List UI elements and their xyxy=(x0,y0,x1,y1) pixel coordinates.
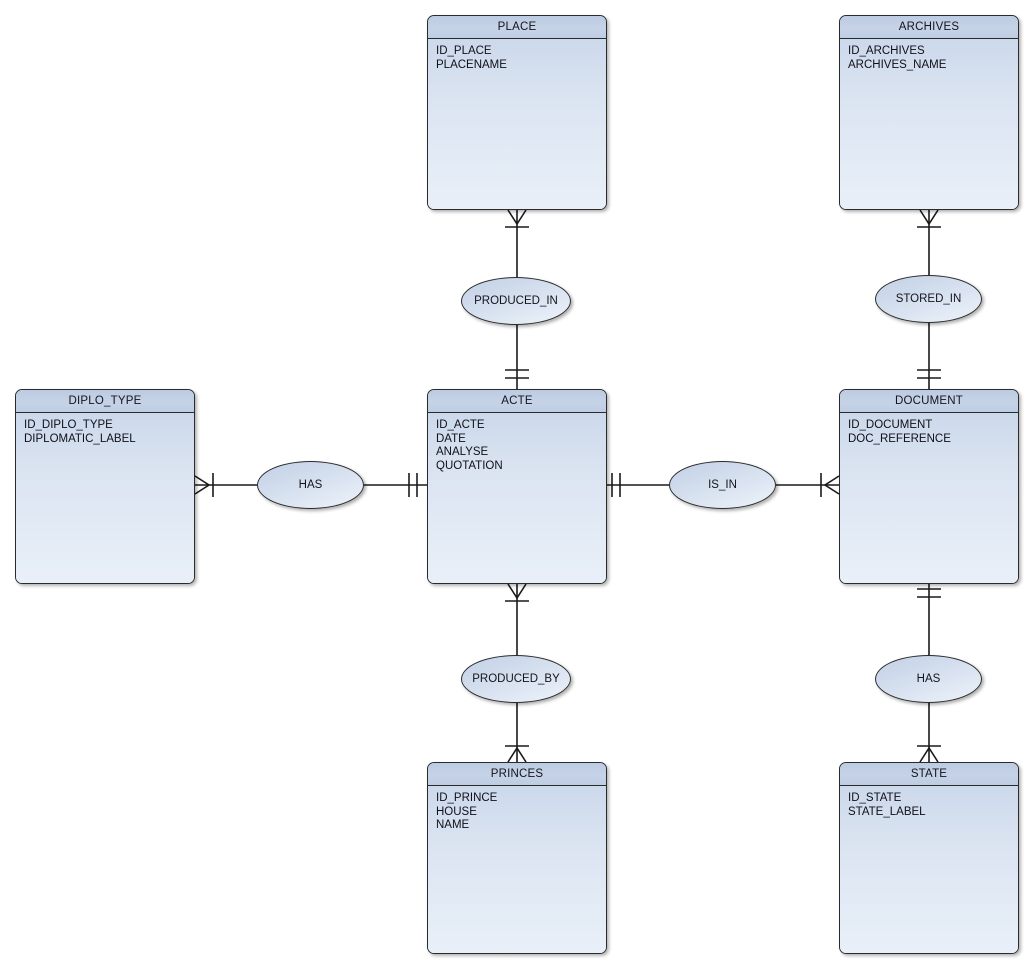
crowfoot-archives xyxy=(919,209,939,226)
entity-title: PLACE xyxy=(428,16,606,39)
entity-place[interactable]: PLACE ID_PLACE PLACENAME xyxy=(427,15,607,210)
attribute: ID_PRINCE xyxy=(436,792,498,804)
entity-attributes: ID_STATE STATE_LABEL xyxy=(840,786,1018,953)
relationship-label: PRODUCED_IN xyxy=(474,295,558,307)
relationship-label: HAS xyxy=(916,673,941,685)
attribute: ID_DOCUMENT xyxy=(848,419,933,431)
relationship-label: IS_IN xyxy=(708,479,737,491)
entity-title: STATE xyxy=(840,763,1018,786)
crowfoot-place xyxy=(507,209,527,226)
entity-attributes: ID_ACTE DATE ANALYSE QUOTATION xyxy=(428,413,606,583)
entity-acte[interactable]: ACTE ID_ACTE DATE ANALYSE QUOTATION xyxy=(427,389,607,584)
attribute: QUOTATION xyxy=(436,459,503,472)
entity-state[interactable]: STATE ID_STATE STATE_LABEL xyxy=(839,762,1019,954)
relationship-label: HAS xyxy=(298,479,323,491)
attribute: ID_ACTE xyxy=(436,419,485,431)
entity-title: ACTE xyxy=(428,390,606,413)
relationship-is-in[interactable]: IS_IN xyxy=(669,461,776,509)
attribute: DATE xyxy=(436,432,466,445)
entity-title: ARCHIVES xyxy=(840,16,1018,39)
entity-attributes: ID_PRINCE HOUSE NAME xyxy=(428,786,606,953)
relationship-produced-in[interactable]: PRODUCED_IN xyxy=(461,277,571,325)
relationship-produced-by[interactable]: PRODUCED_BY xyxy=(461,655,571,703)
entity-attributes: ID_ARCHIVES ARCHIVES_NAME xyxy=(840,39,1018,209)
attribute: ARCHIVES_NAME xyxy=(848,58,947,71)
crowfoot-document-left xyxy=(823,475,840,495)
attribute: DOC_REFERENCE xyxy=(848,432,951,445)
entity-document[interactable]: DOCUMENT ID_DOCUMENT DOC_REFERENCE xyxy=(839,389,1019,584)
entity-attributes: ID_DOCUMENT DOC_REFERENCE xyxy=(840,413,1018,583)
relationship-stored-in[interactable]: STORED_IN xyxy=(875,275,982,323)
entity-title: PRINCES xyxy=(428,763,606,786)
relationship-has-diplo-type[interactable]: HAS xyxy=(257,461,364,509)
entity-diplo-type[interactable]: DIPLO_TYPE ID_DIPLO_TYPE DIPLOMATIC_LABE… xyxy=(15,389,195,584)
crowfoot-princes xyxy=(507,746,527,763)
attribute: DIPLOMATIC_LABEL xyxy=(24,432,136,445)
relationship-label: PRODUCED_BY xyxy=(472,673,560,685)
entity-princes[interactable]: PRINCES ID_PRINCE HOUSE NAME xyxy=(427,762,607,954)
entity-title: DOCUMENT xyxy=(840,390,1018,413)
attribute: PLACENAME xyxy=(436,58,507,71)
crowfoot-acte-bottom xyxy=(507,583,527,600)
attribute: STATE_LABEL xyxy=(848,805,926,818)
entity-title: DIPLO_TYPE xyxy=(16,390,194,413)
entity-attributes: ID_PLACE PLACENAME xyxy=(428,39,606,209)
entity-attributes: ID_DIPLO_TYPE DIPLOMATIC_LABEL xyxy=(16,413,194,583)
attribute: HOUSE xyxy=(436,805,477,818)
entity-archives[interactable]: ARCHIVES ID_ARCHIVES ARCHIVES_NAME xyxy=(839,15,1019,210)
crowfoot-diplo_type xyxy=(194,475,211,495)
attribute: NAME xyxy=(436,819,470,832)
attribute: ID_DIPLO_TYPE xyxy=(24,419,113,431)
attribute: ID_PLACE xyxy=(436,45,492,57)
relationship-label: STORED_IN xyxy=(895,293,962,305)
attribute: ANALYSE xyxy=(436,446,489,459)
relationship-has-state[interactable]: HAS xyxy=(875,655,982,703)
attribute: ID_STATE xyxy=(848,792,902,804)
attribute: ID_ARCHIVES xyxy=(848,45,925,57)
crowfoot-state xyxy=(919,746,939,763)
